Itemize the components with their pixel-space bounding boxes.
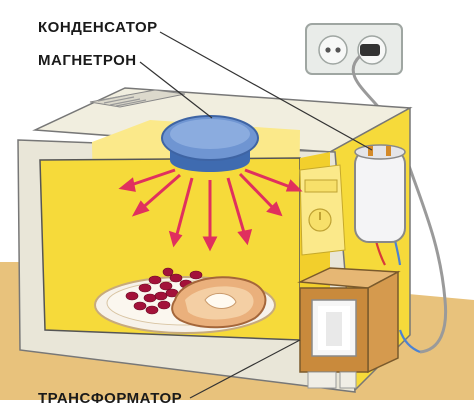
power-cord [351,54,448,354]
beans [125,267,203,315]
front-vents [307,371,357,389]
capacitor [354,144,406,243]
condenser-label: КОНДЕНСАТОР [38,19,158,36]
top-vent [89,89,186,108]
transformer [297,267,401,374]
transformer-label: ТРАНСФОРМАТОР [38,390,183,407]
food-plate [94,267,276,334]
magnetron [161,115,259,172]
leader-lines [139,31,373,399]
power-outlet [305,23,403,75]
control-compartment [299,164,346,256]
microwave-rays [118,168,303,252]
magnetron-label: МАГНЕТРОН [38,52,137,69]
